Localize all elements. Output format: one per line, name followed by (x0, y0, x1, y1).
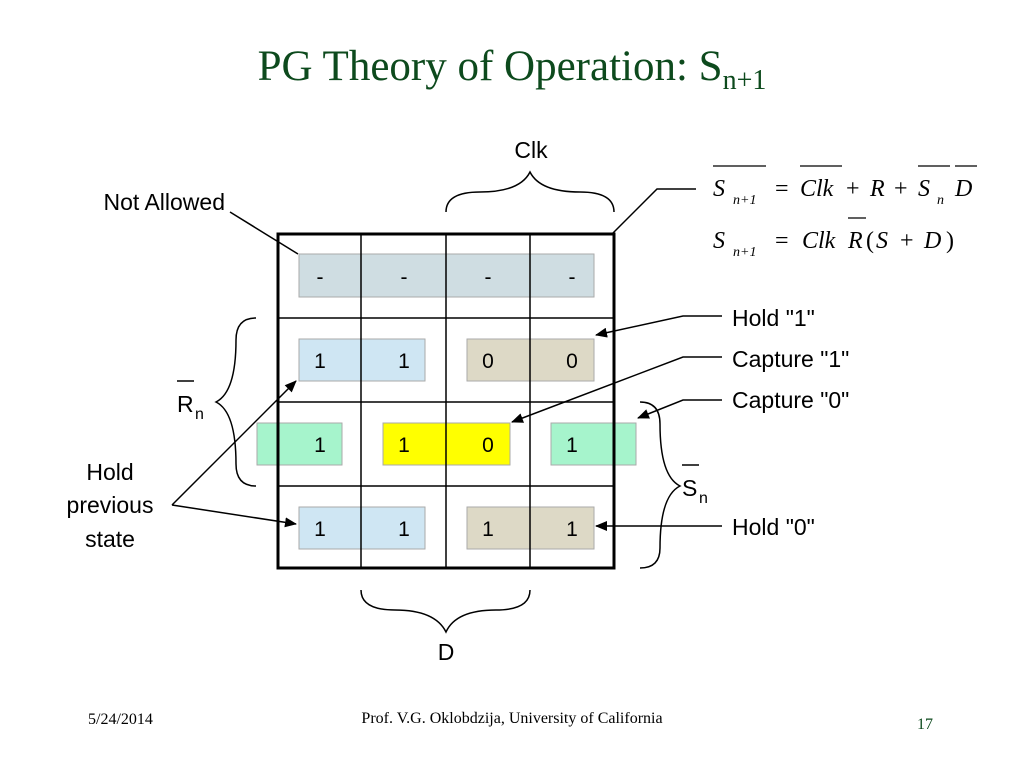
hold0-label: Hold "0" (732, 514, 815, 540)
s-bar-label: S n (682, 464, 708, 507)
svg-text:n+1: n+1 (733, 193, 756, 208)
svg-text:Clk: Clk (802, 228, 836, 254)
cell-r3-c3: 1 (566, 518, 578, 541)
slide-footer: Prof. V.G. Oklobdzija, University of Cal… (361, 710, 663, 727)
title-subscript: n+1 (722, 65, 767, 96)
capture1-label: Capture "1" (732, 346, 849, 372)
cell-r2-c1: 1 (398, 434, 410, 457)
s-brace (639, 401, 682, 569)
hold1-group (298, 338, 426, 382)
r-label: R (177, 391, 194, 417)
cell-r1-c3: 0 (566, 350, 578, 373)
svg-text:n+1: n+1 (733, 245, 756, 260)
svg-text:+: + (900, 228, 914, 254)
d-label: D (438, 639, 455, 665)
r-bar-label: R n (177, 380, 204, 423)
edge-group-left (256, 422, 343, 466)
svg-text:R: R (869, 176, 885, 202)
svg-text:S: S (713, 176, 725, 202)
cell-r2-c2: 0 (482, 434, 494, 457)
cell-r3-c0: 1 (314, 518, 326, 541)
edge-group-right (550, 422, 637, 466)
hold-previous-line2: previous (67, 492, 154, 518)
svg-text:): ) (946, 228, 954, 254)
svg-text:=: = (775, 176, 789, 202)
clk-label: Clk (514, 137, 548, 163)
d-brace (360, 589, 531, 634)
cell-r1-c2: 0 (482, 350, 494, 373)
svg-text:D: D (923, 228, 941, 254)
hold1-group-bottom (298, 506, 426, 550)
not-allowed-label: Not Allowed (104, 189, 225, 215)
svg-text:+: + (894, 176, 908, 202)
svg-text:D: D (954, 176, 972, 202)
cell-r2-c0: 1 (314, 434, 326, 457)
equation-snext-bar: S n+1 = Clk + R + S n D (713, 165, 977, 208)
hold-previous-line3: state (85, 526, 135, 552)
capture0-label: Capture "0" (732, 387, 849, 413)
svg-text:S: S (918, 176, 930, 202)
kmap-grid (276, 232, 616, 570)
page-number: 17 (917, 716, 933, 733)
svg-text:=: = (775, 228, 789, 254)
cell-r0-c2: - (485, 266, 492, 289)
hold1-label: Hold "1" (732, 305, 815, 331)
svg-text:+: + (846, 176, 860, 202)
svg-text:S: S (876, 228, 888, 254)
equation-snext: S n+1 = Clk R ( S + D ) (713, 217, 954, 260)
svg-text:R: R (847, 228, 863, 254)
r-brace (214, 317, 257, 487)
s-subscript: n (699, 490, 708, 507)
leader-lines (171, 188, 722, 531)
slide-date: 5/24/2014 (88, 711, 153, 728)
cell-r0-c1: - (401, 266, 408, 289)
cell-r0-c0: - (317, 266, 324, 289)
clk-brace (445, 170, 615, 213)
svg-text:S: S (713, 228, 725, 254)
r-subscript: n (195, 406, 204, 423)
title-text: PG Theory of Operation: S (257, 43, 723, 90)
slide-title: PG Theory of Operation: Sn+1 (0, 42, 1024, 97)
cell-r2-c3: 1 (566, 434, 578, 457)
cell-r0-c3: - (569, 266, 576, 289)
s-label: S (682, 475, 697, 501)
svg-text:Clk: Clk (800, 176, 834, 202)
cell-r3-c2: 1 (482, 518, 494, 541)
svg-text:n: n (937, 193, 944, 208)
cell-r1-c0: 1 (314, 350, 326, 373)
hold-previous-line1: Hold (86, 459, 133, 485)
svg-text:(: ( (866, 228, 874, 254)
cell-r3-c1: 1 (398, 518, 410, 541)
cell-r1-c1: 1 (398, 350, 410, 373)
